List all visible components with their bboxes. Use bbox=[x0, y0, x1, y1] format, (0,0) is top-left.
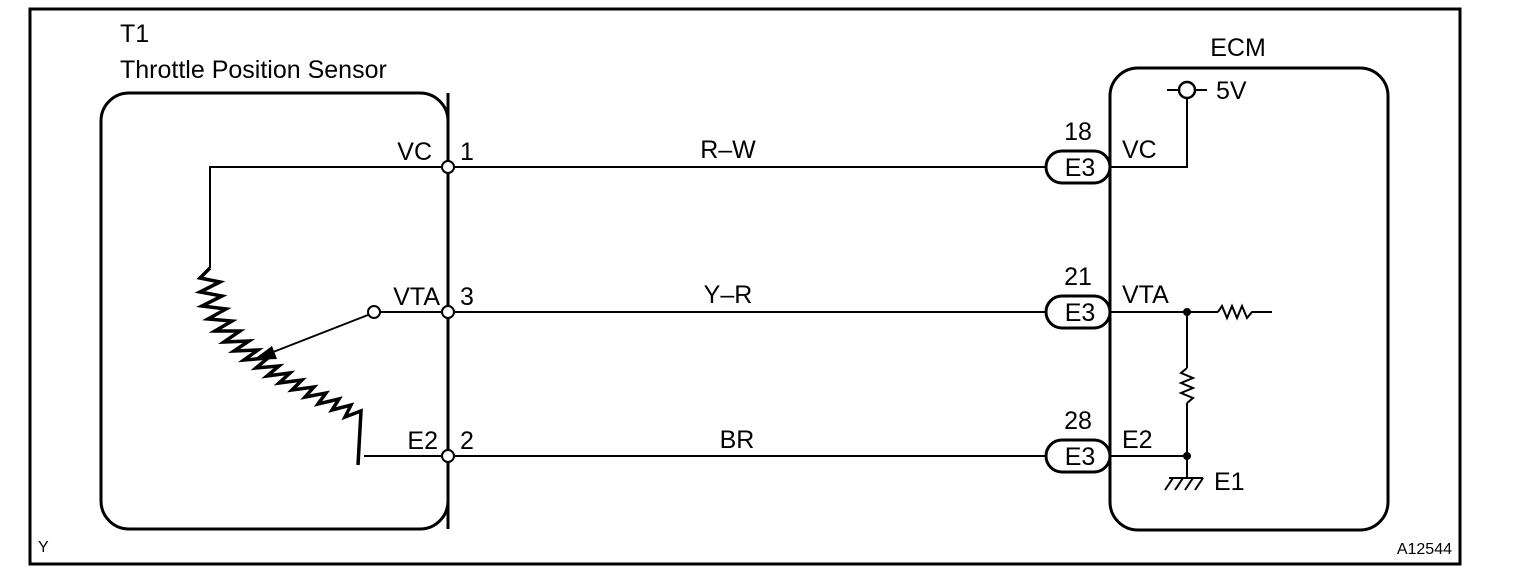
ecm-pin-label-vc: VC bbox=[1122, 136, 1157, 164]
sensor-pin-number-2: 2 bbox=[460, 427, 474, 455]
wire-color-e2: BR bbox=[720, 426, 755, 454]
potentiometer-wiper bbox=[267, 314, 369, 355]
footer-left-code: Y bbox=[38, 539, 49, 556]
potentiometer-resistor bbox=[194, 266, 363, 466]
ecm-pin-label-e2: E2 bbox=[1122, 426, 1153, 454]
wiper-arrowhead-icon bbox=[253, 346, 277, 360]
harness-wires: R–W Y–R BR bbox=[441, 136, 1050, 463]
sensor-terminal-vc bbox=[441, 160, 455, 174]
sensor-name: Throttle Position Sensor bbox=[120, 56, 387, 84]
ecm-pin-label-vta: VTA bbox=[1122, 281, 1169, 309]
footer-figure-number: A12544 bbox=[1397, 541, 1452, 558]
sensor-vc-internal-wire bbox=[209, 166, 448, 268]
ecm-vc-internal-wire bbox=[1110, 90, 1188, 168]
sensor-pin-number-3: 3 bbox=[460, 283, 474, 311]
ecm-pin-number-21: 21 bbox=[1064, 263, 1092, 291]
ecm-block: ECM E3 E3 E3 18 21 28 VC VTA E2 5V bbox=[1044, 34, 1390, 532]
ecm-connector-label-e2: E3 bbox=[1065, 443, 1096, 471]
sensor-pin-label-e2: E2 bbox=[407, 427, 438, 455]
ecm-name: ECM bbox=[1210, 34, 1266, 62]
sensor-terminal-e2 bbox=[441, 449, 455, 463]
ground-icon bbox=[1164, 477, 1204, 491]
wire-color-vc: R–W bbox=[700, 136, 756, 164]
sensor-code: T1 bbox=[120, 20, 149, 48]
wire-color-vta: Y–R bbox=[704, 281, 753, 309]
sensor-block: T1 Throttle Position Sensor VC 1 VTA 3 E… bbox=[99, 20, 474, 531]
sensor-pin-label-vc: VC bbox=[397, 138, 432, 166]
diagram-frame bbox=[28, 7, 1462, 566]
sensor-terminal-vta bbox=[441, 305, 455, 319]
supply-voltage-label: 5V bbox=[1216, 77, 1247, 105]
ecm-pin-number-18: 18 bbox=[1064, 118, 1092, 146]
sensor-pin-label-vta: VTA bbox=[393, 283, 440, 311]
ecm-pin-number-28: 28 bbox=[1064, 407, 1092, 435]
ground-label: E1 bbox=[1214, 468, 1245, 496]
sensor-pin-number-1: 1 bbox=[460, 138, 474, 166]
supply-terminal-icon bbox=[1177, 80, 1197, 100]
ecm-pulldown-resistor bbox=[1178, 367, 1196, 404]
wiper-terminal bbox=[367, 305, 381, 319]
ecm-vta-series-resistor bbox=[1217, 303, 1272, 321]
ecm-connector-label-vta: E3 bbox=[1065, 299, 1096, 327]
ecm-connector-label-vc: E3 bbox=[1065, 154, 1096, 182]
ecm-box bbox=[1108, 66, 1390, 532]
